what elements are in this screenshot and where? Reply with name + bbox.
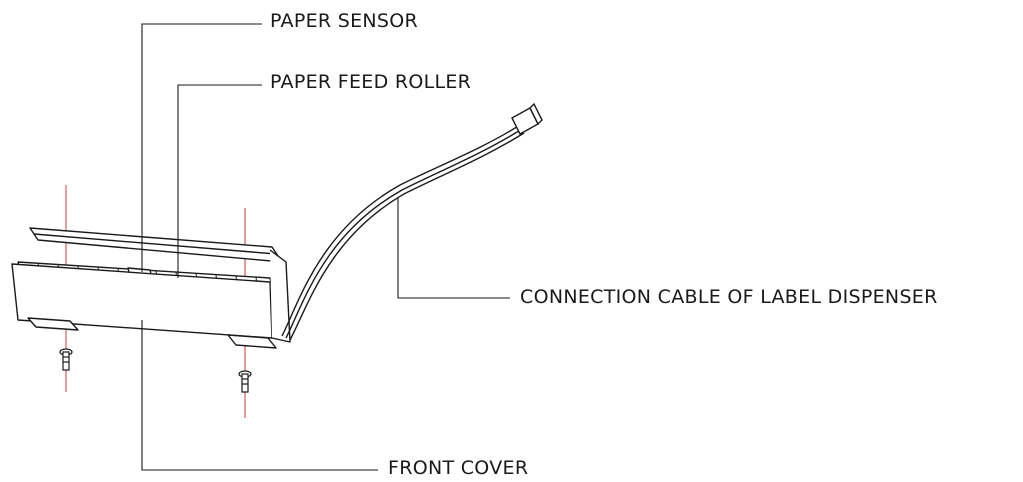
screws <box>59 348 252 393</box>
paper-sensor-leader <box>141 23 262 272</box>
paper-feed-roller-leader <box>177 84 262 278</box>
right-screw <box>238 370 252 393</box>
dispenser-body <box>11 227 291 349</box>
connection-cable-label: CONNECTION CABLE OF LABEL DISPENSER <box>520 286 938 308</box>
cable-leader <box>397 197 510 299</box>
top-rail <box>29 227 283 263</box>
paper-sensor-label: PAPER SENSOR <box>270 10 419 32</box>
front-cover-leader <box>141 320 378 471</box>
leader-lines <box>141 23 510 471</box>
top-rail-inner <box>33 233 277 255</box>
right-side-plate <box>269 249 291 343</box>
connection-cable <box>281 124 525 341</box>
paper-feed-roller-label: PAPER FEED ROLLER <box>270 71 472 93</box>
cable-connector <box>511 102 543 135</box>
front-cover-label: FRONT COVER <box>388 457 529 479</box>
left-screw <box>59 348 73 371</box>
left-mount-tab <box>27 317 79 331</box>
right-mount-tab <box>227 334 277 349</box>
